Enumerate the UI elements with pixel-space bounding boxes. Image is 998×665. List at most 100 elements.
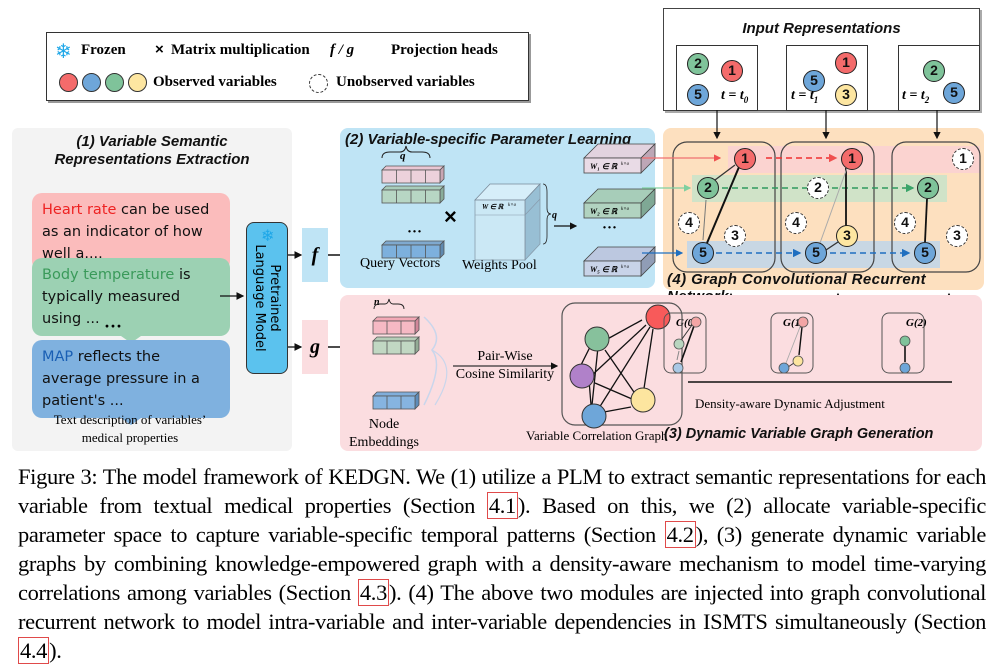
legend-frozen-label: Frozen [81, 42, 126, 58]
gcrn-node-1-t2-unobserved: 1 [952, 148, 974, 170]
gcrn-node-4-t2-unobserved: 4 [894, 212, 916, 234]
correlation-node-blue [581, 403, 607, 429]
edge [924, 198, 928, 243]
yellow-dot-icon [128, 73, 147, 92]
brace [373, 298, 405, 310]
svg-text:k×o: k×o [621, 162, 630, 167]
gcrn-node-4-t0-unobserved: 4 [678, 212, 700, 234]
query-vectors-label: Query Vectors [360, 256, 441, 271]
bubble-highlight: Heart rate [42, 202, 117, 218]
green-dot-icon [105, 73, 124, 92]
density-adjustment-label: Density-aware Dynamic Adjustment [695, 396, 885, 411]
g0-node-green [673, 338, 685, 350]
legend-observed-label: Observed variables [153, 74, 277, 90]
node-5: 5 [687, 84, 709, 106]
panel1-title-line2: Representations Extraction [54, 151, 250, 168]
graph-label-g2: G(2) [906, 317, 927, 329]
pairwise-cosine-label: Pair-Wise Cosine Similarity [445, 348, 565, 384]
pairwise-line2: Cosine Similarity [455, 367, 555, 382]
node-embedding-red [372, 316, 420, 335]
g1-node-blue [778, 362, 790, 374]
bubble-highlight: MAP [42, 349, 74, 365]
legend: ❄ Frozen × Matrix multiplication f / g P… [46, 32, 529, 101]
gcrn-node-3-t1: 3 [836, 225, 858, 247]
observed-color-dots [59, 73, 147, 97]
snowflake-icon: ❄ [261, 228, 275, 245]
caption-text: ), (3) generate dynamic variable graphs … [18, 522, 986, 605]
node-2: 2 [687, 53, 709, 75]
svg-text:k×o: k×o [621, 265, 630, 270]
gcrn-node-3-t2-unobserved: 3 [946, 225, 968, 247]
edge [702, 199, 707, 241]
section-link-4-3[interactable]: 4.3 [357, 579, 389, 606]
correlation-node-purple [569, 363, 595, 389]
svg-text:k×o: k×o [621, 207, 630, 212]
panel1-title: (1) Variable Semantic Representations Ex… [12, 133, 292, 169]
section-link-4-1[interactable]: 4.1 [486, 492, 518, 519]
g1-node-red [797, 316, 809, 328]
gcrn-node-1-t0: 1 [734, 148, 756, 170]
gcrn-node-5-t1: 5 [805, 242, 827, 264]
section-link-4-2[interactable]: 4.2 [664, 521, 696, 548]
gcrn-node-2-t0: 2 [697, 177, 719, 199]
ellipsis: ··· [602, 220, 618, 236]
g2-node-green [899, 335, 911, 347]
correlation-graph-box [561, 302, 683, 426]
gcrn-node-1-t1: 1 [841, 148, 863, 170]
panel1-title-line1: (1) Variable Semantic [76, 133, 228, 150]
node-1: 1 [835, 52, 857, 74]
weight-slab-2: W₂ ∈ ℝ k×o [583, 188, 656, 219]
text-bubble-body-temperature: Body temperature is typically measured u… [32, 258, 230, 343]
correlation-node-yellow [630, 387, 656, 413]
node-3: 3 [835, 84, 857, 106]
gcrn-cell-t1[interactable] [780, 141, 875, 273]
svg-text:W ∈ ℝ: W ∈ ℝ [482, 203, 504, 211]
caption-line1: Text description of variables’ [53, 412, 207, 427]
node-5: 5 [943, 82, 965, 104]
section-link-4-4[interactable]: 4.4 [18, 637, 50, 664]
similarity-bracket [423, 316, 438, 406]
query-vector-blue [381, 240, 445, 259]
timestep-box-t0: 2 1 5 t = t0 [676, 45, 758, 111]
caption-text: Figure 3: The model framework of KEDGN. … [18, 464, 986, 518]
red-dot-icon [59, 73, 78, 92]
brace [381, 145, 431, 159]
weights-pool-cube: W ∈ ℝ k×o q [474, 182, 557, 262]
g0-node-red [690, 316, 702, 328]
node-5: 5 [803, 70, 825, 92]
g0-node-blue [672, 362, 684, 374]
panel2-title: (2) Variable-specific Parameter Learning [345, 131, 632, 148]
node-embeddings-label: Node Embeddings [344, 416, 424, 452]
g1-node-yellow [792, 355, 804, 367]
text-bubble-map: MAP reflects the average pressure in a p… [32, 340, 230, 425]
pairwise-line1: Pair-Wise [477, 349, 533, 364]
gcrn-node-5-t2: 5 [914, 242, 936, 264]
graph-g1-box [770, 312, 814, 374]
timestep-label: t = t2 [902, 88, 930, 105]
svg-text:W₅ ∈ ℝ: W₅ ∈ ℝ [590, 265, 618, 274]
gcrn-node-5-t0: 5 [692, 242, 714, 264]
pretrained-language-model: ❄ Pretrained Language Model [246, 222, 288, 374]
g2-node-blue [899, 362, 911, 374]
caption-line2: medical properties [81, 430, 179, 445]
bubble-highlight: Body temperature [42, 267, 175, 283]
dashed-circle-icon [309, 74, 328, 93]
query-vector-red [381, 165, 445, 184]
input-representations: Input Representations 2 1 5 t = t0 1 5 3… [663, 8, 980, 111]
node-embeddings-line1: Node [368, 417, 400, 432]
node-embeddings-line2: Embeddings [349, 435, 419, 450]
correlation-node-green [584, 326, 610, 352]
bubble-text: is typically measured using ... [42, 267, 191, 327]
ellipsis: ··· [407, 224, 423, 240]
timestep-label: t = t0 [721, 88, 749, 105]
correlation-node-red [645, 304, 671, 330]
gcrn-cell-t0[interactable] [672, 141, 776, 273]
svg-text:W₂ ∈ ℝ: W₂ ∈ ℝ [590, 207, 618, 216]
node-embedding-green [372, 336, 420, 355]
gcrn-cell-t2[interactable] [891, 141, 981, 273]
panel3-graphics [372, 298, 952, 429]
multiply-symbol: × [444, 204, 457, 229]
n-label: n [374, 297, 380, 308]
gcrn-node-2-t1-unobserved: 2 [807, 177, 829, 199]
matmul-symbol: × [155, 41, 164, 58]
